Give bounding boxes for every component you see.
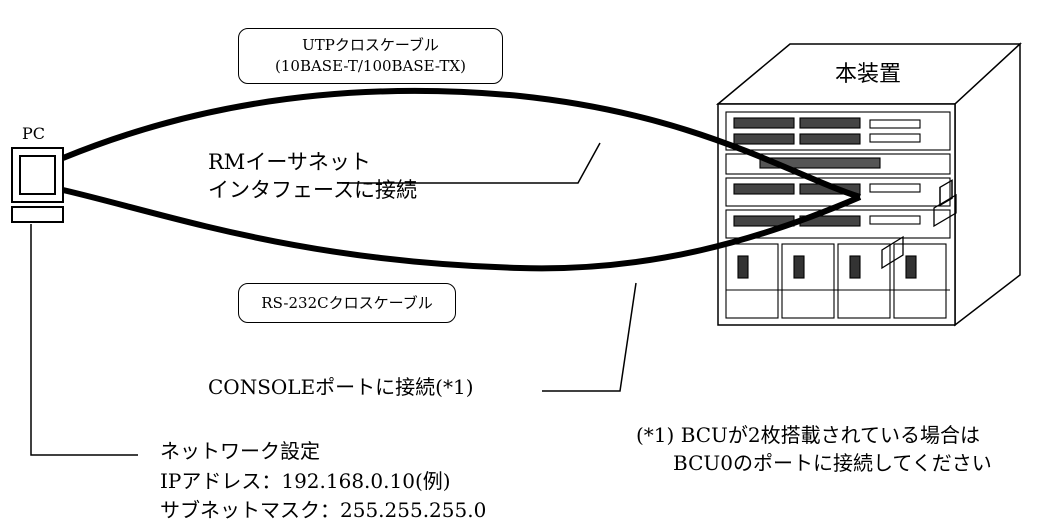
console-port-label: CONSOLEポートに接続(*1) xyxy=(208,375,474,399)
footnote-line-1: (*1) BCUが2枚搭載されている場合は xyxy=(636,423,981,447)
network-settings-title: ネットワーク設定 xyxy=(160,439,320,463)
rs232-cable-line xyxy=(62,187,862,272)
utp-cable-box xyxy=(238,28,503,84)
console-port-leader xyxy=(542,282,637,392)
rm-interface-label-2: インタフェースに接続 xyxy=(208,178,417,202)
footnote-line-2: BCU0のポートに接続してください xyxy=(673,451,992,475)
pc-label: PC xyxy=(22,124,46,143)
network-settings-subnet: サブネットマスク：255.255.255.0 xyxy=(160,498,487,522)
rm-interface-label-1: RMイーサネット xyxy=(208,150,371,174)
rs232-cable-box xyxy=(238,283,456,323)
utp-cable-label-1: UTPクロスケーブル xyxy=(302,36,439,54)
network-settings-leader xyxy=(30,224,138,456)
network-settings-ip: IPアドレス：192.168.0.10(例) xyxy=(160,469,451,493)
utp-cable-label-2: (10BASE-T/100BASE-TX) xyxy=(275,57,466,75)
rm-interface-leader xyxy=(342,142,601,184)
device-label: 本装置 xyxy=(835,62,902,87)
pc-icon xyxy=(11,147,64,223)
utp-cable-line xyxy=(61,87,861,200)
device-side-handles xyxy=(881,193,957,270)
rs232-cable-label: RS-232Cクロスケーブル xyxy=(261,294,433,312)
